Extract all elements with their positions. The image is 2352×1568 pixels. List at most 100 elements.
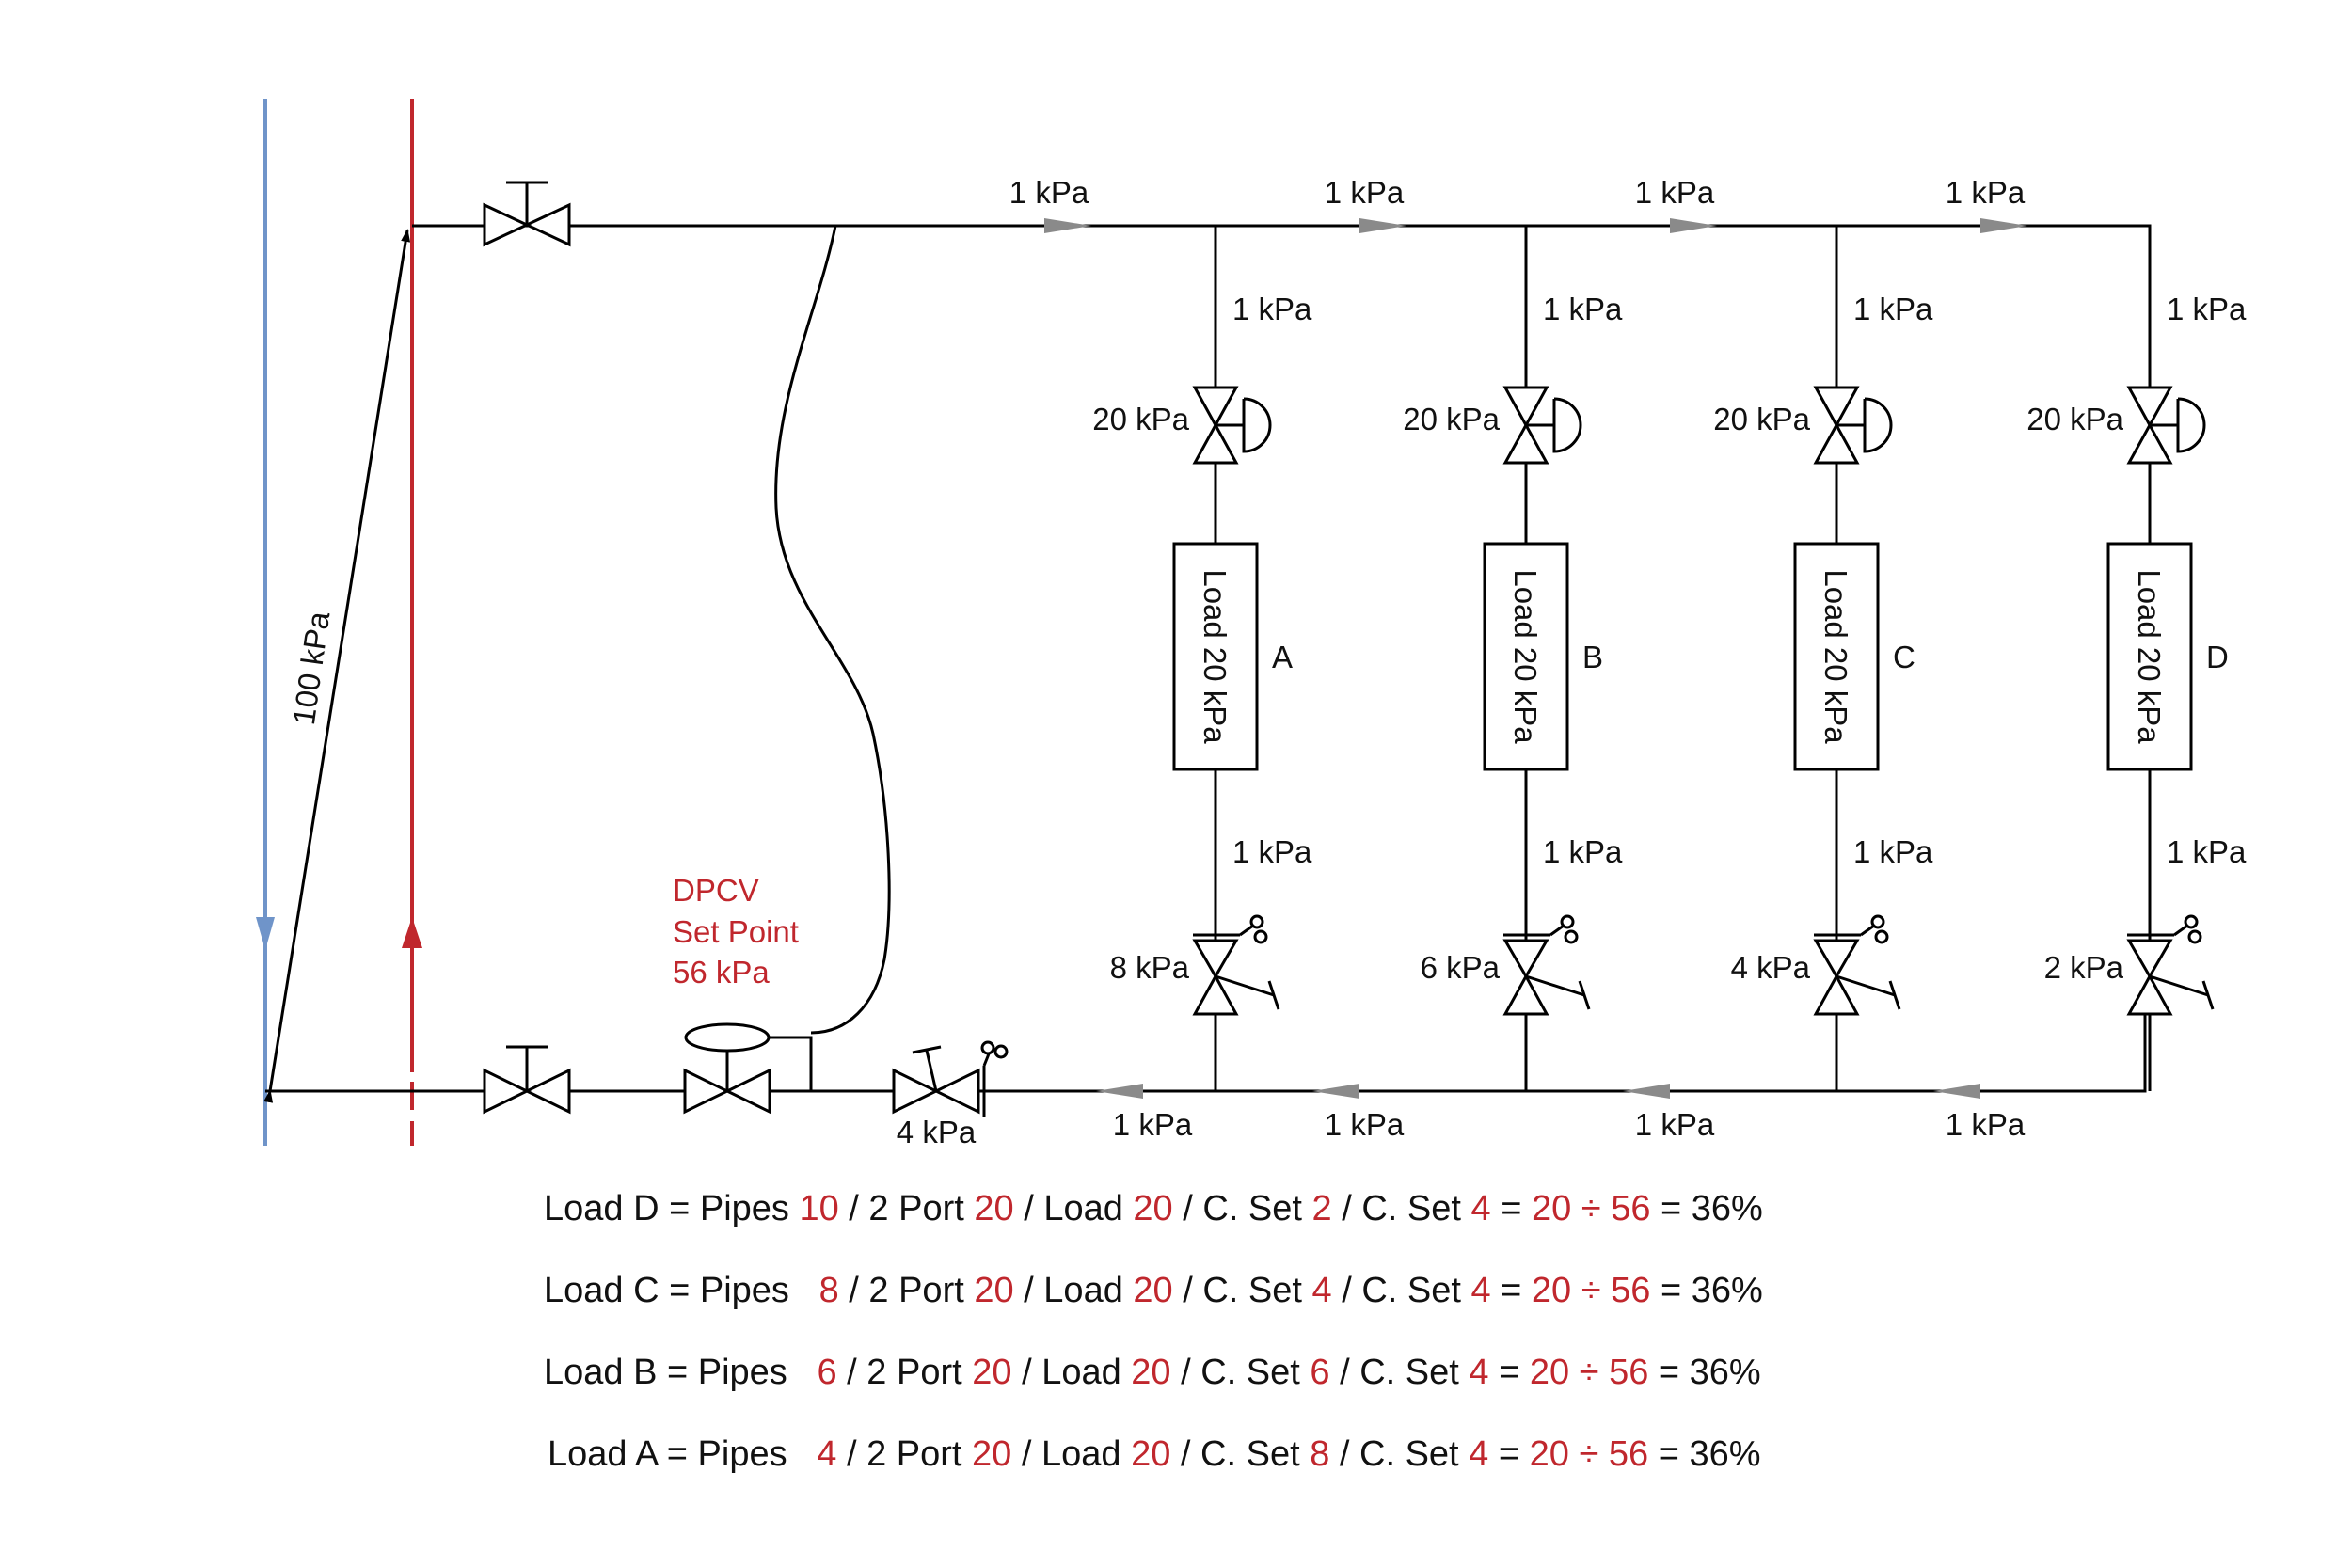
riser-top-pressure-d: 1 kPa [2167, 292, 2247, 326]
bottom-pipe-pressure-4: 1 kPa [1946, 1107, 2026, 1142]
equation-text: Load A = Pipes [548, 1434, 817, 1474]
bottom-pipe-arrow-1 [1096, 1084, 1143, 1099]
equation-text: / 2 Port [836, 1434, 972, 1474]
equation-value: 20 [972, 1434, 1011, 1474]
control-valve-pressure-b: 20 kPa [1403, 402, 1500, 436]
top-isolation-valve [483, 181, 571, 247]
load-box-a [1172, 542, 1259, 771]
riser-bottom-pressure-a: 1 kPa [1232, 834, 1312, 869]
equation-text: Load B = Pipes [544, 1353, 817, 1392]
branch-letter-d: D [2206, 640, 2229, 674]
equation-text: / Load [1014, 1271, 1134, 1310]
branch-letter-c: C [1893, 640, 1915, 674]
top-pipe-arrow-2 [1359, 218, 1406, 233]
equation-value: 20 ÷ 56 [1532, 1271, 1651, 1310]
load-text-a: Load 20 kPa [1198, 569, 1232, 744]
equation-text: / C. Set [1329, 1434, 1469, 1474]
equation-value: 8 [1310, 1434, 1329, 1474]
bottom-pipe-arrow-2 [1312, 1084, 1359, 1099]
commissioning-valve-d [2126, 914, 2215, 1016]
load-text-c: Load 20 kPa [1819, 569, 1853, 744]
equation-text: / Load [1012, 1353, 1132, 1392]
equation-text: = 36% [1650, 1189, 1762, 1228]
control-valve-pressure-c: 20 kPa [1713, 402, 1810, 436]
bottom-pipe-pressure-1: 1 kPa [1113, 1107, 1193, 1142]
equation-row-3: Load B = Pipes 6 / 2 Port 20 / Load 20 /… [544, 1353, 1761, 1392]
commissioning-valve-pressure-b: 6 kPa [1421, 950, 1501, 985]
equation-text: / C. Set [1332, 1271, 1471, 1310]
equation-text: / 2 Port [837, 1353, 973, 1392]
equation-value: 4 [1470, 1271, 1490, 1310]
equation-text: Load D = Pipes [544, 1189, 799, 1228]
main-commissioning-valve [892, 1040, 1009, 1117]
bottom-pipe-pressure-3: 1 kPa [1635, 1107, 1715, 1142]
equation-value: 20 [1131, 1353, 1170, 1392]
return-pipe-bottom [265, 1011, 2147, 1093]
equation-text: = [1491, 1189, 1532, 1228]
control-valve-a [1192, 386, 1272, 465]
equation-value: 8 [819, 1271, 839, 1310]
equation-text: / C. Set [1173, 1189, 1312, 1228]
equation-text: / C. Set [1171, 1353, 1311, 1392]
top-pipe-pressure-1: 1 kPa [1009, 175, 1089, 210]
riser-top-pressure-a: 1 kPa [1232, 292, 1312, 326]
commissioning-valve-a [1192, 914, 1280, 1016]
load-text-b: Load 20 kPa [1508, 569, 1543, 744]
branch-letter-a: A [1272, 640, 1293, 674]
equation-value: 20 [972, 1353, 1011, 1392]
equation-text: / C. Set [1332, 1189, 1471, 1228]
equation-text: = 36% [1648, 1434, 1760, 1474]
main-commissioning-valve-label: 4 kPa [897, 1115, 977, 1149]
top-pipe-arrow-3 [1670, 218, 1717, 233]
equation-value: 20 ÷ 56 [1530, 1353, 1649, 1392]
control-valve-b [1502, 386, 1582, 465]
dpcv-set-point-value: 56 kPa [673, 955, 770, 990]
riser-top-pressure-b: 1 kPa [1543, 292, 1623, 326]
commissioning-valve-c [1813, 914, 1901, 1016]
control-valve-c [1813, 386, 1893, 465]
top-pipe-arrow-1 [1044, 218, 1091, 233]
equation-value: 20 [974, 1271, 1013, 1310]
equation-value: 20 ÷ 56 [1530, 1434, 1649, 1474]
equation-value: 6 [817, 1353, 836, 1392]
load-text-d: Load 20 kPa [2132, 569, 2167, 744]
top-pipe-pressure-3: 1 kPa [1635, 175, 1715, 210]
control-valve-d [2126, 386, 2206, 465]
equation-text: / Load [1014, 1189, 1134, 1228]
equation-value: 10 [799, 1189, 838, 1228]
equation-value: 4 [1471, 1189, 1491, 1228]
equation-value: 4 [1469, 1434, 1488, 1474]
equation-value: 20 [1131, 1434, 1170, 1474]
top-pipe-pressure-4: 1 kPa [1946, 175, 2026, 210]
equation-text: / C. Set [1173, 1271, 1312, 1310]
equation-text: / Load [1011, 1434, 1131, 1474]
dpcv-title: DPCV [673, 873, 759, 908]
return-direction-arrow [402, 917, 422, 948]
equation-value: 2 [1312, 1189, 1332, 1228]
equation-value: 20 [1133, 1271, 1172, 1310]
equation-text: / 2 Port [839, 1189, 975, 1228]
pipe-flow-marks: 1 kPa 1 kPa 1 kPa 1 kPa 1 kPa 1 kPa 1 kPa 1 kPa [1009, 175, 2027, 1142]
equations: Load D = Pipes 10 / 2 Port 20 / Load 20 … [544, 1189, 1763, 1474]
total-pressure-arrow [263, 229, 411, 1103]
branch-letter-b: B [1582, 640, 1603, 674]
total-pressure-label: 100 kPa [286, 609, 337, 727]
dpcv-valve [683, 1022, 813, 1115]
riser-top-pressure-c: 1 kPa [1853, 292, 1933, 326]
equation-text: = [1491, 1271, 1532, 1310]
riser-bottom-pressure-c: 1 kPa [1853, 834, 1933, 869]
equation-row-4: Load A = Pipes 4 / 2 Port 20 / Load 20 /… [548, 1434, 1761, 1474]
load-box-d [2106, 542, 2193, 771]
equation-text: = 36% [1650, 1271, 1762, 1310]
commissioning-valve-b [1502, 914, 1591, 1016]
dpcv-capillary-tube [774, 225, 891, 1035]
equation-value: 6 [1310, 1353, 1329, 1392]
equation-value: 4 [1312, 1271, 1332, 1310]
load-box-b [1483, 542, 1569, 771]
bottom-pipe-arrow-3 [1623, 1084, 1670, 1099]
dpcv-set-point-label: Set Point [673, 914, 799, 949]
